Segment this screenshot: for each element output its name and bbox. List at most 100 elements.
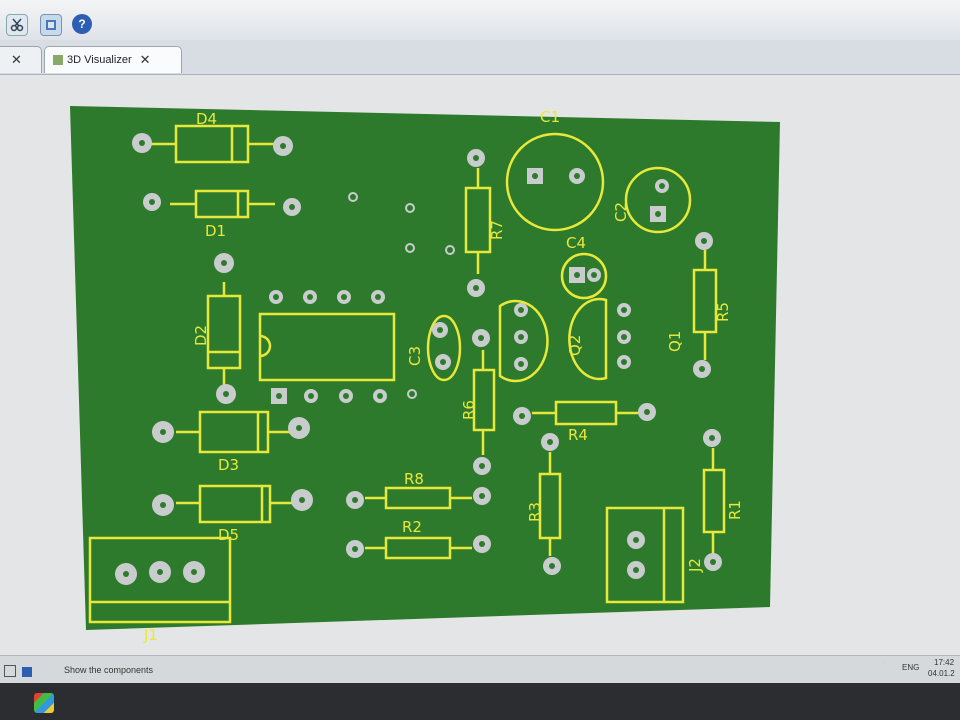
pcb-drill-hole [701,238,707,244]
help-icon[interactable]: ? [72,14,92,34]
component-label: D4 [196,110,217,128]
pcb-drill-hole [123,571,129,577]
component-label: Q2 [566,335,584,356]
status-bar: Show the components ⌃ ENG 17:42 04.01.2 [0,655,960,684]
pcb-drill-hole [273,294,279,300]
component-label: R7 [488,220,506,240]
pcb-drill-hole [437,327,443,333]
pcb-drill-hole [149,199,155,205]
pcb-drill-hole [407,245,413,251]
pcb-drill-hole [350,194,356,200]
pcb-drill-hole [341,294,347,300]
pcb-drill-hole [157,569,163,575]
pcb-drill-hole [591,272,597,278]
silkscreen-outline [624,166,692,234]
component-label: D1 [205,222,226,240]
pcb-drill-hole [574,173,580,179]
pcb-drill-hole [308,393,314,399]
pcb-drill-hole [343,393,349,399]
pcb-drill-hole [299,497,305,503]
component-label: R3 [526,502,544,522]
pcb-drill-hole [352,497,358,503]
pcb-drill-hole [633,537,639,543]
silkscreen-outline [426,314,462,382]
pcb-drill-hole [296,425,302,431]
pcb-board [70,106,780,630]
silkscreen-outline [605,506,685,604]
component-label: C1 [540,108,560,126]
close-icon[interactable]: ✕ [139,52,151,67]
pcb-drill-hole [473,285,479,291]
pcb-drill-hole [709,435,715,441]
component-label: Q1 [666,331,684,352]
silkscreen-outline [560,252,608,300]
component-label: R6 [460,400,478,420]
pcb-drill-hole [375,294,381,300]
component-label: C4 [566,234,586,252]
pcb-drill-hole [655,211,661,217]
component-label: R2 [402,518,422,536]
pcb-drill-hole [549,563,555,569]
pcb-drill-hole [574,272,580,278]
pcb-drill-hole [473,155,479,161]
3d-visualizer-icon [53,55,63,65]
pcb-drill-hole [621,359,627,365]
component-label: J2 [686,558,704,573]
component-label: D2 [192,325,210,346]
pcb-drill-hole [447,247,453,253]
pcb-drill-hole [407,205,413,211]
silkscreen-outline [88,536,232,624]
pcb-drill-hole [532,173,538,179]
pcb-drill-hole [518,334,524,340]
tray-up-arrow-icon[interactable]: ⌃ [880,662,889,673]
close-icon[interactable]: ✕ [11,52,22,67]
pcb-drill-hole [479,541,485,547]
pcb-drill-hole [221,260,227,266]
pcb-drill-hole [352,546,358,552]
pcb-drill-hole [479,463,485,469]
pcb-drill-hole [377,393,383,399]
start-icon[interactable] [34,693,54,713]
pcb-drill-hole [547,439,553,445]
pcb-drill-hole [633,567,639,573]
pcb-drill-hole [659,183,665,189]
pcb-drill-hole [160,502,166,508]
toolbar: ? [0,0,960,41]
pcb-drill-hole [710,559,716,565]
component-label: J1 [143,626,158,644]
tab-document[interactable]: ✕ [0,46,42,73]
pcb-drill-hole [518,307,524,313]
pcb-drill-hole [223,391,229,397]
language-indicator[interactable]: ENG [902,663,920,672]
cut-icon[interactable] [6,14,28,36]
tab-3d-visualizer[interactable]: 3D Visualizer ✕ [44,46,182,73]
clock-time: 17:42 [934,658,955,667]
component-label: R1 [726,500,744,520]
component-label: R4 [568,426,588,444]
pcb-drill-hole [478,335,484,341]
status-text: Show the components [64,665,154,675]
component-label: R8 [404,470,424,488]
pcb-drill-hole [519,413,525,419]
pcb-drill-hole [440,359,446,365]
pcb-drill-hole [191,569,197,575]
pcb-drill-hole [621,334,627,340]
layers-icon[interactable] [40,14,62,36]
component-label: D5 [218,526,239,544]
pcb-drill-hole [139,140,145,146]
component-label: R5 [714,302,732,322]
pcb-drill-hole [409,391,415,397]
pcb-drill-hole [699,366,705,372]
component-label: D3 [218,456,239,474]
pcb-drill-hole [644,409,650,415]
pcb-drill-hole [160,429,166,435]
silkscreen-outline [258,312,396,382]
layer-view-icon[interactable] [22,667,33,677]
transistor-outline [568,297,608,381]
grid-icon[interactable] [4,665,16,677]
transistor-outline [498,299,549,383]
tab-label: 3D Visualizer [67,54,132,66]
